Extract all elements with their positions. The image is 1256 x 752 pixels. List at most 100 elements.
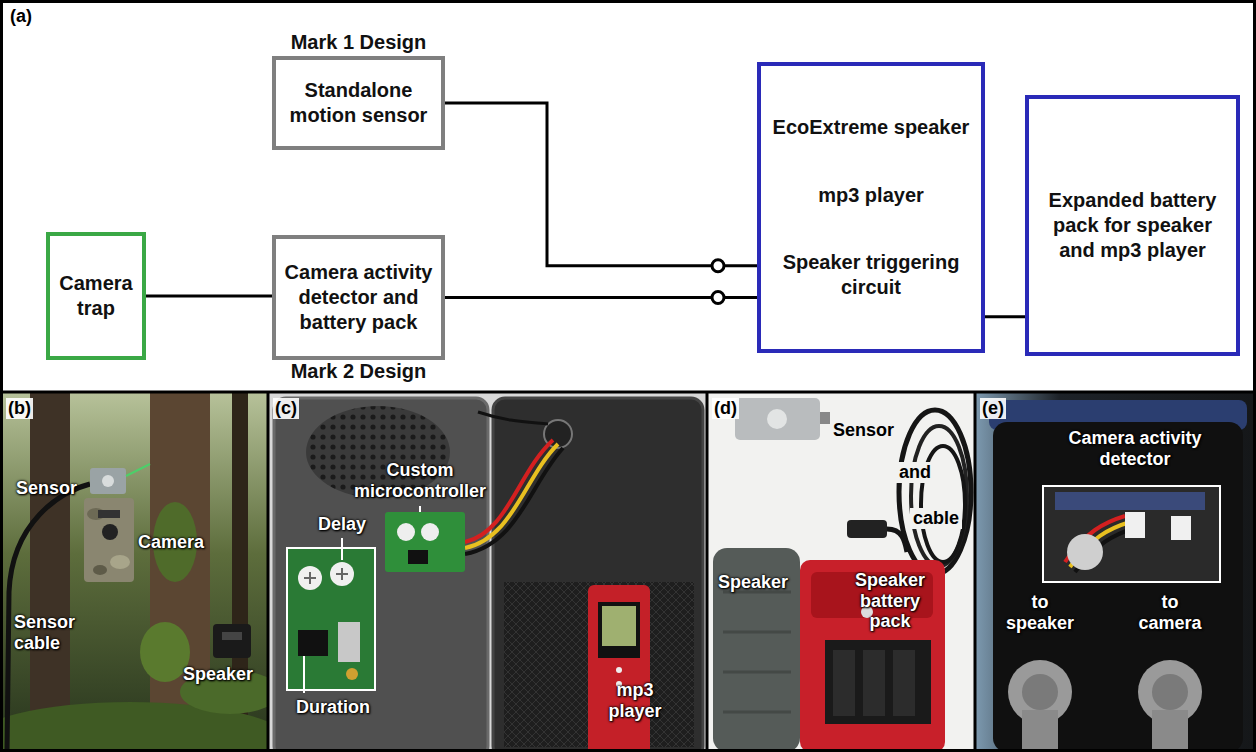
photo-label: Delay (318, 514, 366, 535)
illustration-part (800, 560, 945, 752)
panel-letter: (b) (6, 398, 33, 419)
illustration-part (1055, 492, 1205, 510)
node-text: Expanded battery pack for speaker and mp… (1035, 188, 1230, 263)
illustration-part (338, 622, 360, 662)
sensor-box: Mark 1 DesignStandalone motion sensor (272, 56, 445, 150)
illustration-part (899, 410, 971, 574)
node-text: Camera activity detector and battery pac… (282, 260, 435, 335)
illustration-part (385, 512, 465, 572)
node-text: Speaker triggering circuit (767, 250, 975, 300)
illustration-part (707, 392, 975, 752)
illustration-part (346, 668, 358, 680)
illustration-part (30, 392, 70, 752)
components-photo (707, 392, 975, 752)
illustration-part (974, 392, 977, 752)
photo-label: and (896, 462, 934, 483)
illustration-part (1043, 486, 1220, 582)
connector-line (146, 295, 272, 298)
illustration-part (1022, 710, 1058, 752)
illustration-part (1067, 534, 1103, 570)
photo-label: Custom microcontroller (345, 460, 495, 501)
illustration-part (723, 592, 791, 712)
illustration-part (1152, 710, 1188, 752)
forest-photo (0, 392, 290, 752)
illustration-part (341, 538, 343, 560)
illustration-part (478, 412, 548, 424)
illustration-part (616, 667, 622, 673)
illustration-part (287, 548, 375, 690)
photo-label: Camera (138, 532, 204, 553)
speaker-box: EcoExtreme speakermp3 playerSpeaker trig… (757, 62, 985, 353)
connector-line (445, 103, 757, 266)
photo-label: to camera (1130, 592, 1210, 633)
illustration-part (336, 568, 348, 580)
illustration-part (1171, 516, 1191, 540)
illustration-part (274, 398, 488, 752)
illustration-part (706, 392, 709, 752)
panel-letter: (c) (273, 398, 299, 419)
illustration-part (421, 523, 439, 541)
illustration-part (833, 650, 855, 716)
illustration-part (419, 506, 421, 512)
photo-label: to speaker (1000, 592, 1080, 633)
photo-label: Sensor (830, 420, 897, 441)
design-heading: Mark 2 Design (246, 359, 471, 383)
illustration-part (140, 622, 190, 682)
illustration-part (98, 510, 120, 518)
illustration-part (993, 422, 1243, 752)
photo-label: Camera activity detector (1040, 428, 1230, 469)
illustration-part (863, 650, 885, 716)
illustration-part (298, 630, 328, 656)
connector-line (445, 296, 757, 299)
illustration-part (493, 398, 703, 752)
node-text: Standalone motion sensor (282, 78, 435, 128)
illustration-part (330, 562, 354, 586)
panel-letter: (d) (712, 398, 739, 419)
detector-photo (975, 392, 1256, 752)
illustration-part (767, 409, 787, 429)
illustration-part (0, 0, 1256, 392)
illustration-part (713, 548, 800, 752)
illustration-part (598, 602, 640, 658)
node-text: EcoExtreme speaker (773, 115, 970, 140)
photo-label: Sensor cable (14, 612, 84, 653)
illustration-part (975, 392, 1256, 752)
illustration-part (102, 524, 118, 540)
illustration-part (602, 606, 636, 646)
illustration-part (893, 650, 915, 716)
illustration-part (303, 656, 305, 693)
panel-letter: (e) (980, 398, 1006, 419)
node-text: Camera trap (56, 271, 136, 321)
detector-box: Camera activity detector and battery pac… (272, 235, 445, 360)
illustration-part (911, 426, 967, 566)
illustration-part (1125, 512, 1145, 538)
illustration-part (397, 523, 415, 541)
photo-label: Duration (296, 697, 370, 718)
illustration-part (90, 468, 126, 494)
illustration-part (84, 498, 134, 582)
terminal-circle (712, 260, 724, 272)
camera-box: Camera trap (46, 232, 146, 360)
photo-label: cable (910, 508, 962, 529)
illustration-part (887, 529, 907, 552)
illustration-part (267, 392, 270, 752)
illustration-part (93, 565, 107, 575)
photo-label: mp3 player (600, 680, 670, 721)
illustration-part (304, 572, 316, 584)
illustration-part (588, 585, 650, 752)
illustration-part (465, 448, 563, 554)
illustration-part (7, 484, 90, 752)
illustration-part (1152, 674, 1188, 710)
battery-box: Expanded battery pack for speaker and mp… (1025, 95, 1240, 356)
photo-label: Sensor (16, 478, 77, 499)
illustration-part (222, 632, 242, 640)
illustration-part (126, 464, 150, 476)
illustration-part (825, 640, 931, 724)
photo-label: Speaker (183, 664, 253, 685)
illustration-part (213, 624, 251, 658)
panel-letter: (a) (8, 6, 34, 27)
